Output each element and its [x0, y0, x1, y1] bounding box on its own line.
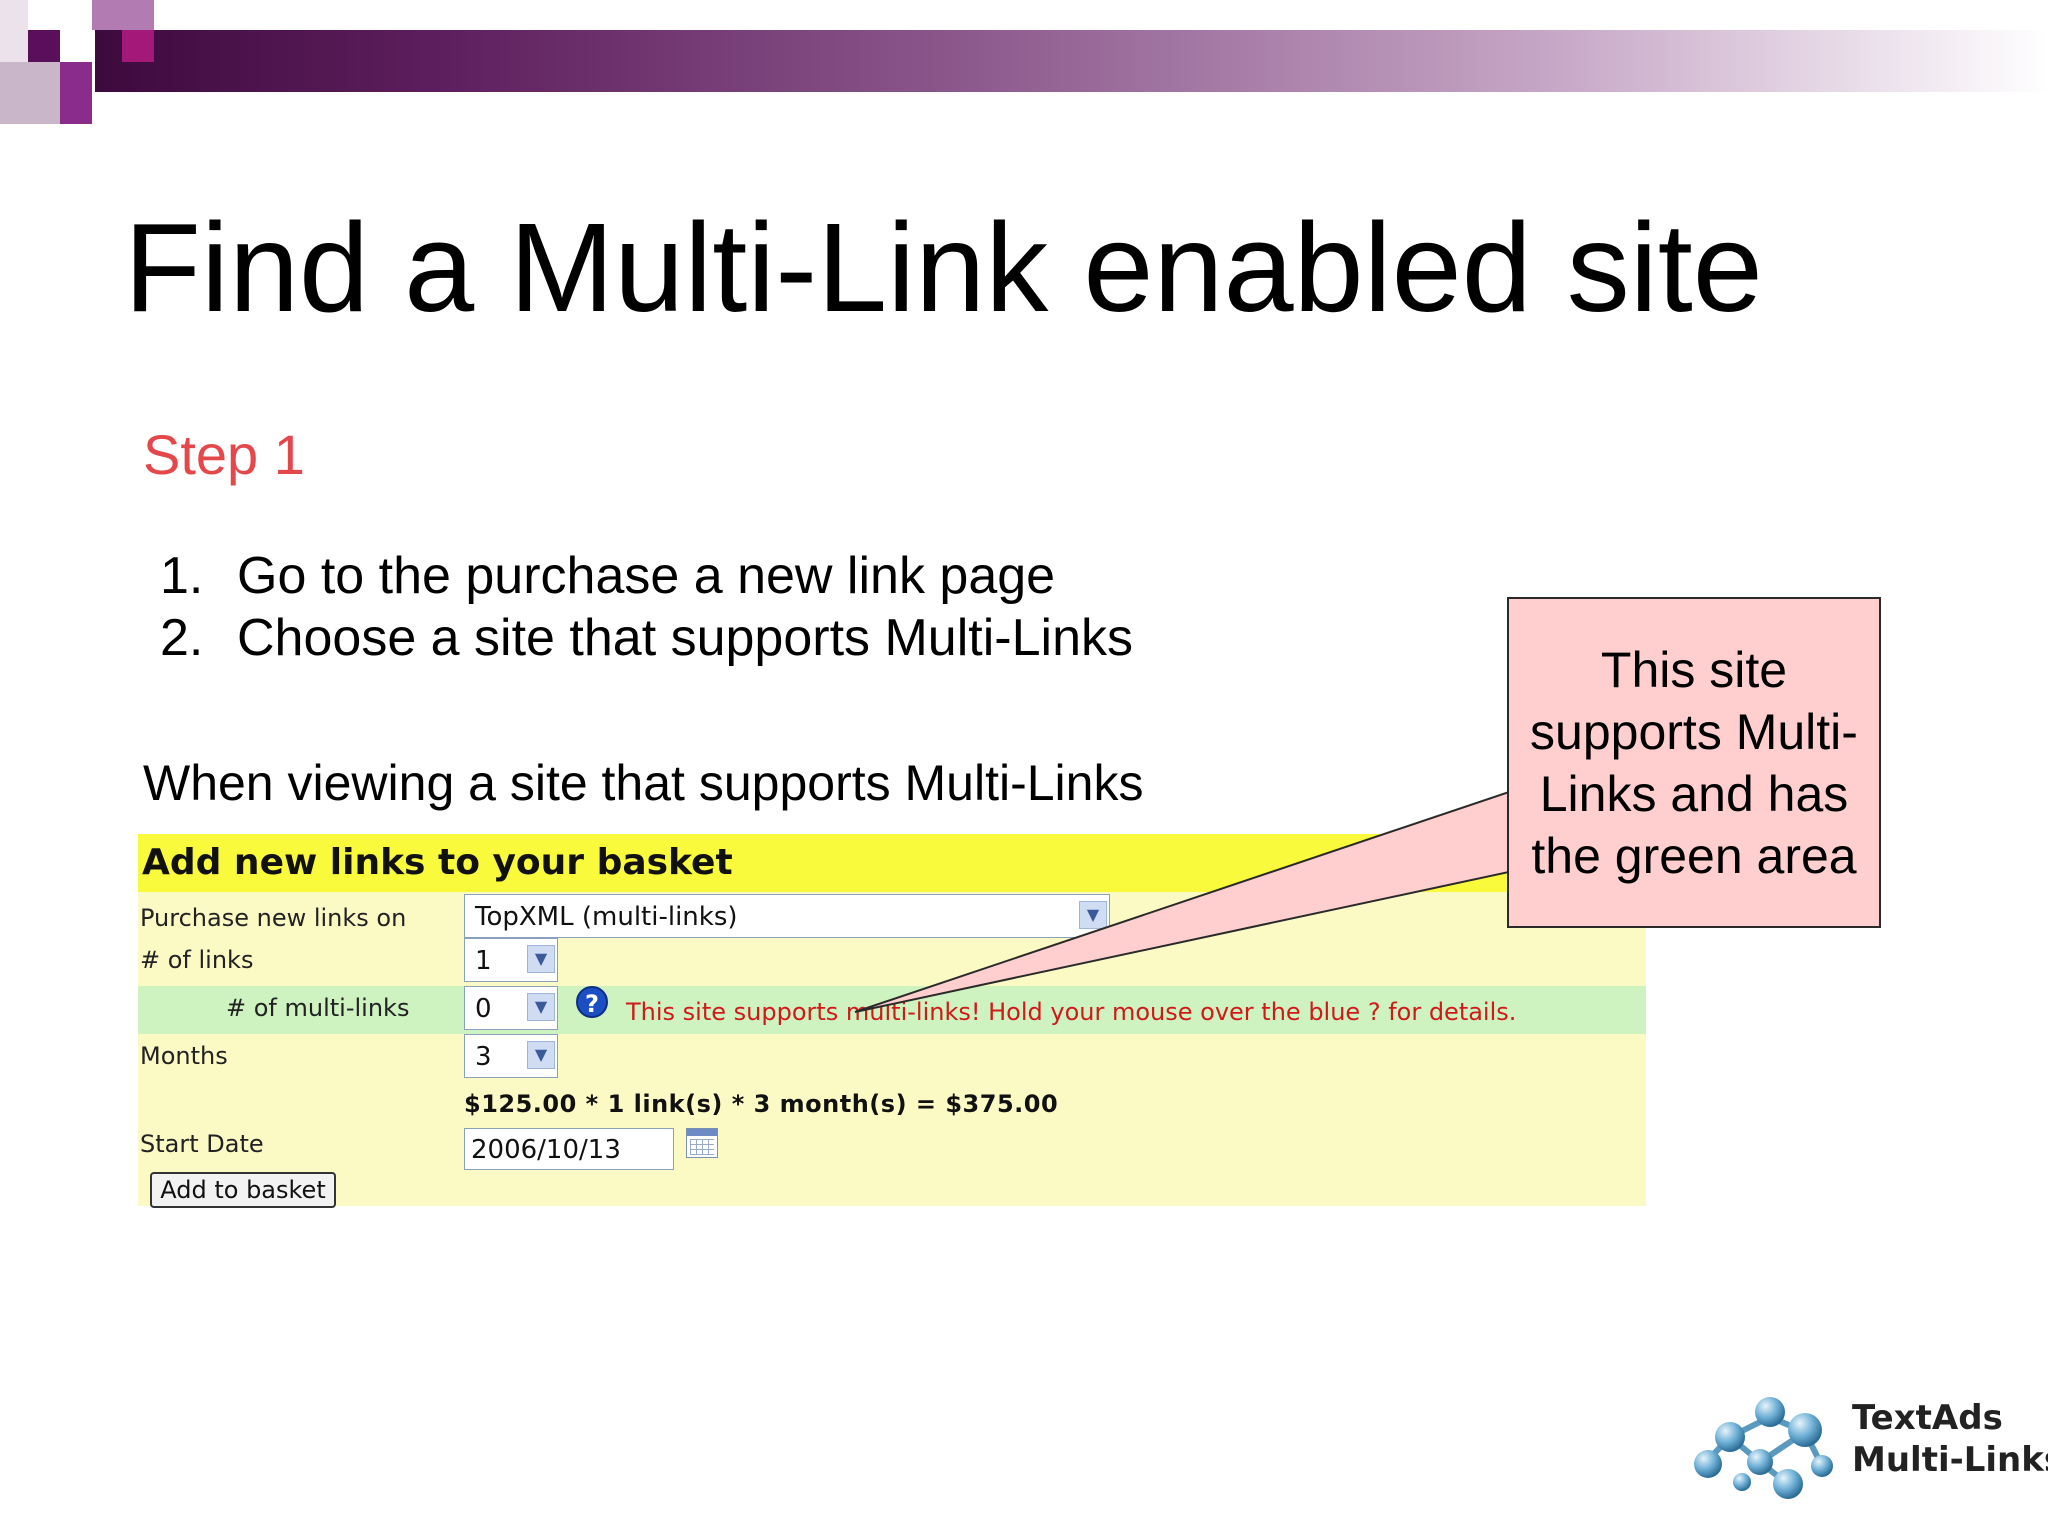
callout-box: This site supports Multi-Links and has t…	[1507, 597, 1881, 928]
form-title: Add new links to your basket	[142, 842, 733, 883]
links-label: # of links	[140, 946, 254, 974]
site-select-value: TopXML (multi-links)	[475, 902, 738, 932]
step-number: 1.	[160, 547, 204, 605]
decor-square	[92, 0, 154, 30]
step-item: 1. Go to the purchase a new link page	[160, 545, 1133, 607]
decor-square	[0, 62, 60, 124]
textads-logo: TextAds Multi-Links	[1690, 1382, 2048, 1502]
step-number: 2.	[160, 609, 204, 667]
slide-title: Find a Multi-Link enabled site	[124, 197, 1763, 338]
chevron-down-icon[interactable]: ▼	[527, 1041, 555, 1069]
chevron-down-icon[interactable]: ▼	[527, 945, 555, 973]
purchase-label: Purchase new links on	[140, 904, 407, 932]
links-select[interactable]: 1 ▼	[464, 938, 558, 982]
chevron-down-icon[interactable]: ▼	[1079, 901, 1107, 929]
decor-square	[28, 30, 60, 62]
decor-square	[60, 62, 92, 124]
price-calculation: $125.00 * 1 link(s) * 3 month(s) = $375.…	[464, 1090, 1059, 1118]
site-select[interactable]: TopXML (multi-links) ▼	[464, 894, 1110, 938]
steps-list: 1. Go to the purchase a new link page 2. C…	[160, 545, 1133, 669]
multilinks-select-value: 0	[475, 994, 492, 1024]
decor-square	[0, 0, 28, 62]
multilinks-select[interactable]: 0 ▼	[464, 986, 558, 1030]
decor-square	[122, 30, 154, 62]
multilink-row-highlight	[138, 986, 1646, 1034]
start-date-input[interactable]: 2006/10/13	[464, 1128, 674, 1170]
multilink-notice: This site supports multi-links! Hold you…	[626, 998, 1517, 1026]
months-label: Months	[140, 1042, 228, 1070]
logo-text-line1: TextAds	[1852, 1398, 2003, 1438]
calendar-icon-header	[687, 1129, 717, 1136]
callout-text: This site supports Multi-Links and has t…	[1530, 641, 1858, 884]
start-date-label: Start Date	[140, 1130, 264, 1158]
multilinks-label: # of multi-links	[226, 994, 410, 1022]
viewing-caption: When viewing a site that supports Multi-…	[143, 755, 1144, 811]
logo-text-line2: Multi-Links	[1852, 1440, 2048, 1480]
header-gradient-bar	[95, 30, 2048, 92]
months-select-value: 3	[475, 1042, 492, 1072]
step-item: 2. Choose a site that supports Multi-Link…	[160, 607, 1133, 669]
molecule-logo-icon	[1694, 1397, 1833, 1499]
help-icon[interactable]: ?	[576, 986, 608, 1018]
add-links-form: Add new links to your basket Purchase ne…	[138, 834, 1646, 1208]
months-select[interactable]: 3 ▼	[464, 1034, 558, 1078]
calendar-icon-grid	[690, 1139, 714, 1155]
step-text: Go to the purchase a new link page	[237, 547, 1056, 605]
chevron-down-icon[interactable]: ▼	[527, 993, 555, 1021]
links-select-value: 1	[475, 946, 492, 976]
calendar-icon[interactable]	[686, 1128, 718, 1158]
step-text: Choose a site that supports Multi-Links	[237, 609, 1133, 667]
add-to-basket-button[interactable]: Add to basket	[150, 1172, 336, 1208]
step-heading: Step 1	[143, 423, 305, 486]
